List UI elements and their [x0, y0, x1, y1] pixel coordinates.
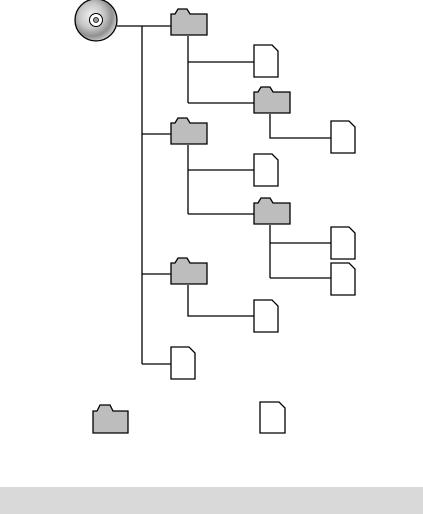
file-icon	[254, 45, 278, 77]
folder-tree-diagram	[0, 0, 423, 480]
file-icon	[331, 121, 355, 153]
file-icon	[171, 347, 195, 379]
file-icon	[254, 300, 278, 332]
folder-icon	[254, 198, 290, 224]
file-icon	[254, 154, 278, 186]
legend	[93, 402, 285, 433]
folder-icon	[171, 258, 207, 284]
bottom-band	[0, 487, 423, 514]
connector-subfolder-1-branch	[270, 114, 331, 138]
folder-icon	[171, 118, 207, 144]
tree-connectors	[117, 26, 331, 364]
folder-icon	[171, 9, 207, 35]
legend-file-icon	[260, 402, 285, 433]
file-icon	[331, 227, 355, 259]
disc-icon	[75, 0, 117, 41]
file-icon	[331, 263, 355, 295]
connector-folder-3-branch	[188, 285, 254, 316]
folder-icon	[254, 87, 290, 113]
legend-folder-icon	[93, 405, 128, 433]
